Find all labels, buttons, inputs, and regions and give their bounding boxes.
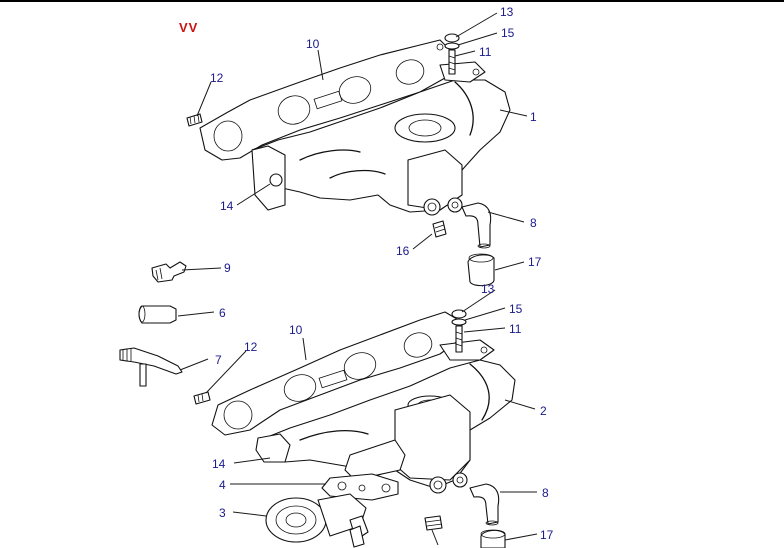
upper-hose-17 xyxy=(467,253,495,287)
leader-lines xyxy=(177,12,538,546)
lower-egr-gasket-4 xyxy=(321,473,399,501)
lower-hose-17 xyxy=(480,529,506,548)
part-7-sensor xyxy=(119,347,183,387)
num-12-upper: 12 xyxy=(210,71,224,85)
num-3: 3 xyxy=(219,506,226,520)
diagram-code: VV xyxy=(179,20,199,35)
lower-elbow-8 xyxy=(469,483,500,526)
num-9: 9 xyxy=(224,261,231,275)
part-numbers: 13 15 11 10 12 1 14 8 16 17 9 6 7 13 15 … xyxy=(210,5,554,542)
num-12-lower: 12 xyxy=(244,340,258,354)
num-8-lower: 8 xyxy=(542,486,549,500)
upper-stud-and-washers xyxy=(444,33,460,75)
num-15-lower: 15 xyxy=(509,302,523,316)
num-17-lower: 17 xyxy=(540,528,554,542)
num-10-lower: 10 xyxy=(289,323,303,337)
lower-exhaust-manifold xyxy=(255,339,516,494)
lower-stud-12 xyxy=(193,391,211,405)
part-9-elbow-fitting xyxy=(151,261,187,283)
upper-elbow-8 xyxy=(461,202,492,249)
num-16: 16 xyxy=(396,244,410,258)
upper-plug-16 xyxy=(432,220,447,238)
num-10-upper: 10 xyxy=(306,37,320,51)
num-1: 1 xyxy=(530,110,537,124)
num-7: 7 xyxy=(215,353,222,367)
num-6: 6 xyxy=(219,306,226,320)
num-17-upper: 17 xyxy=(528,255,542,269)
upper-stud-12 xyxy=(186,113,203,127)
num-4: 4 xyxy=(219,478,226,492)
num-13-lower: 13 xyxy=(481,282,495,296)
num-11-lower: 11 xyxy=(509,322,522,336)
num-11-upper: 11 xyxy=(479,45,492,59)
top-border xyxy=(0,0,784,2)
lower-bolt xyxy=(349,525,365,548)
num-14-upper: 14 xyxy=(220,199,234,213)
upper-exhaust-manifold xyxy=(251,61,511,216)
num-15-upper: 15 xyxy=(501,26,515,40)
num-14-lower: 14 xyxy=(212,457,226,471)
part-6-sleeve xyxy=(138,305,177,324)
num-13-upper: 13 xyxy=(500,5,514,19)
num-2: 2 xyxy=(540,404,547,418)
num-8-upper: 8 xyxy=(530,216,537,230)
lower-plug xyxy=(424,515,443,531)
